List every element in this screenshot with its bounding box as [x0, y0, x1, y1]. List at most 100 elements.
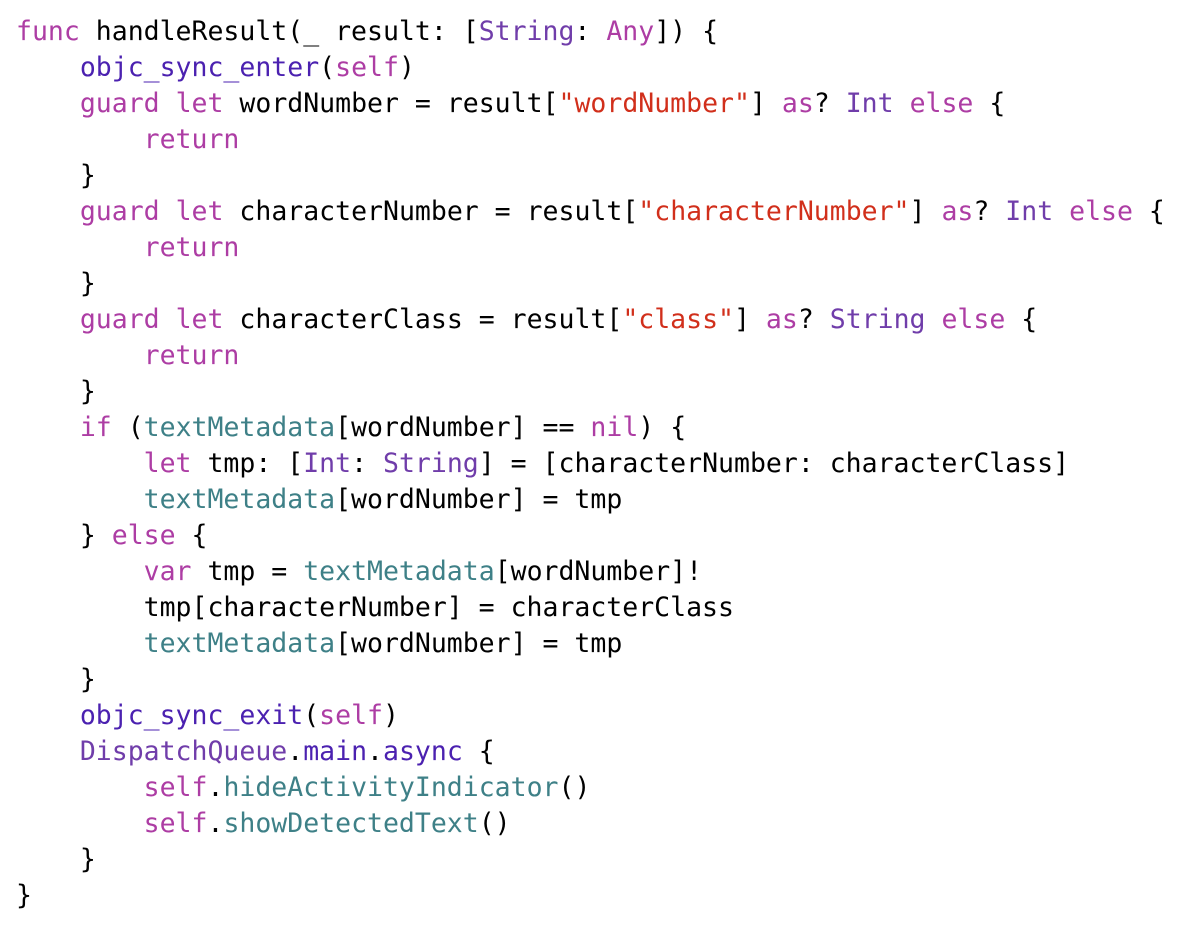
- code-line: guard let wordNumber = result["wordNumbe…: [16, 86, 1186, 122]
- code-line: }: [16, 374, 1186, 410]
- keyword-token: else: [1069, 196, 1133, 227]
- function-name: objc_sync_enter: [79, 52, 320, 83]
- code-text: [160, 196, 176, 227]
- code-line: var tmp = textMetadata[wordNumber]!: [16, 554, 1186, 590]
- code-line: DispatchQueue.main.async {: [16, 734, 1186, 770]
- code-line: guard let characterClass = result["class…: [16, 302, 1186, 338]
- code-text: }: [16, 520, 112, 551]
- keyword-token: let: [143, 448, 192, 479]
- code-text: [16, 484, 144, 515]
- code-text: [16, 412, 80, 443]
- code-line: }: [16, 266, 1186, 302]
- code-text: characterNumber = result[: [223, 196, 639, 227]
- keyword-token: guard: [79, 196, 160, 227]
- code-text: [16, 88, 80, 119]
- code-text: ]) {: [654, 16, 719, 47]
- code-text: wordNumber = result[: [223, 88, 559, 119]
- keyword-token: guard: [79, 88, 160, 119]
- type-name: Int: [303, 448, 352, 479]
- code-line: let tmp: [Int: String] = [characterNumbe…: [16, 446, 1186, 482]
- keyword-token: let: [175, 304, 224, 335]
- keyword-token: var: [143, 556, 192, 587]
- code-line: }: [16, 662, 1186, 698]
- code-line: }: [16, 842, 1186, 878]
- code-text: ]: [749, 88, 782, 119]
- code-line: return: [16, 338, 1186, 374]
- code-text: ?: [973, 196, 1006, 227]
- code-text: (): [558, 772, 591, 803]
- code-text: ?: [797, 304, 830, 335]
- keyword-token: else: [111, 520, 176, 551]
- code-text: [160, 304, 176, 335]
- code-line: tmp[characterNumber] = characterClass: [16, 590, 1186, 626]
- type-name: Int: [845, 88, 894, 119]
- keyword-token: nil: [590, 412, 639, 443]
- code-line: func handleResult(_ result: [String: Any…: [16, 14, 1186, 50]
- property-name: textMetadata: [143, 484, 336, 515]
- code-text: [16, 700, 80, 731]
- code-text: {: [175, 520, 208, 551]
- code-text: [894, 88, 910, 119]
- code-text: [16, 232, 144, 263]
- keyword-token: else: [941, 304, 1006, 335]
- code-text: tmp: [: [191, 448, 304, 479]
- code-line: objc_sync_exit(self): [16, 698, 1186, 734]
- code-text: {: [973, 88, 1006, 119]
- code-line: }: [16, 878, 1186, 914]
- code-line: return: [16, 230, 1186, 266]
- code-text: (: [303, 700, 320, 731]
- code-text: }: [16, 664, 96, 695]
- code-text: ): [383, 700, 399, 731]
- code-text: [16, 772, 144, 803]
- code-text: .: [207, 808, 224, 839]
- code-text: [wordNumber] = tmp: [335, 484, 623, 515]
- code-text: [1053, 196, 1069, 227]
- code-text: :: [574, 16, 607, 47]
- code-text: [926, 304, 942, 335]
- code-text: [16, 808, 144, 839]
- code-text: [16, 556, 144, 587]
- keyword-token: guard: [79, 304, 160, 335]
- code-text: [16, 736, 80, 767]
- keyword-token: self: [143, 772, 208, 803]
- function-name: main: [303, 736, 368, 767]
- string-literal: "class": [622, 304, 734, 335]
- type-name: DispatchQueue: [79, 736, 288, 767]
- keyword-token: self: [335, 52, 399, 83]
- code-line: textMetadata[wordNumber] = tmp: [16, 626, 1186, 662]
- keyword-token: as: [941, 196, 974, 227]
- code-text: [16, 124, 144, 155]
- code-line: self.hideActivityIndicator(): [16, 770, 1186, 806]
- code-text: tmp =: [191, 556, 304, 587]
- code-text: [16, 52, 80, 83]
- function-name: async: [383, 736, 463, 767]
- code-editor[interactable]: func handleResult(_ result: [String: Any…: [16, 14, 1186, 914]
- code-text: ): [398, 52, 415, 83]
- code-line: guard let characterNumber = result["char…: [16, 194, 1186, 230]
- code-line: objc_sync_enter(self): [16, 50, 1186, 86]
- property-name: showDetectedText: [223, 808, 479, 839]
- code-text: :: [351, 448, 383, 479]
- code-text: handleResult(_ result: [: [79, 16, 479, 47]
- keyword-token: as: [765, 304, 798, 335]
- code-text: (: [111, 412, 144, 443]
- code-text: [16, 340, 144, 371]
- code-text: .: [207, 772, 224, 803]
- code-text: }: [16, 160, 96, 191]
- keyword-token: func: [16, 16, 80, 47]
- code-text: .: [367, 736, 384, 767]
- code-text: [16, 196, 80, 227]
- code-text: ?: [813, 88, 846, 119]
- code-text: }: [16, 880, 32, 911]
- type-name: String: [478, 16, 575, 47]
- property-name: textMetadata: [303, 556, 495, 587]
- property-name: textMetadata: [143, 628, 336, 659]
- code-text: {: [1132, 196, 1165, 227]
- string-literal: "wordNumber": [558, 88, 750, 119]
- keyword-token: self: [319, 700, 383, 731]
- keyword-token: self: [143, 808, 208, 839]
- code-text: [160, 88, 176, 119]
- keyword-token: else: [909, 88, 974, 119]
- keyword-token: return: [143, 340, 240, 371]
- code-line: textMetadata[wordNumber] = tmp: [16, 482, 1186, 518]
